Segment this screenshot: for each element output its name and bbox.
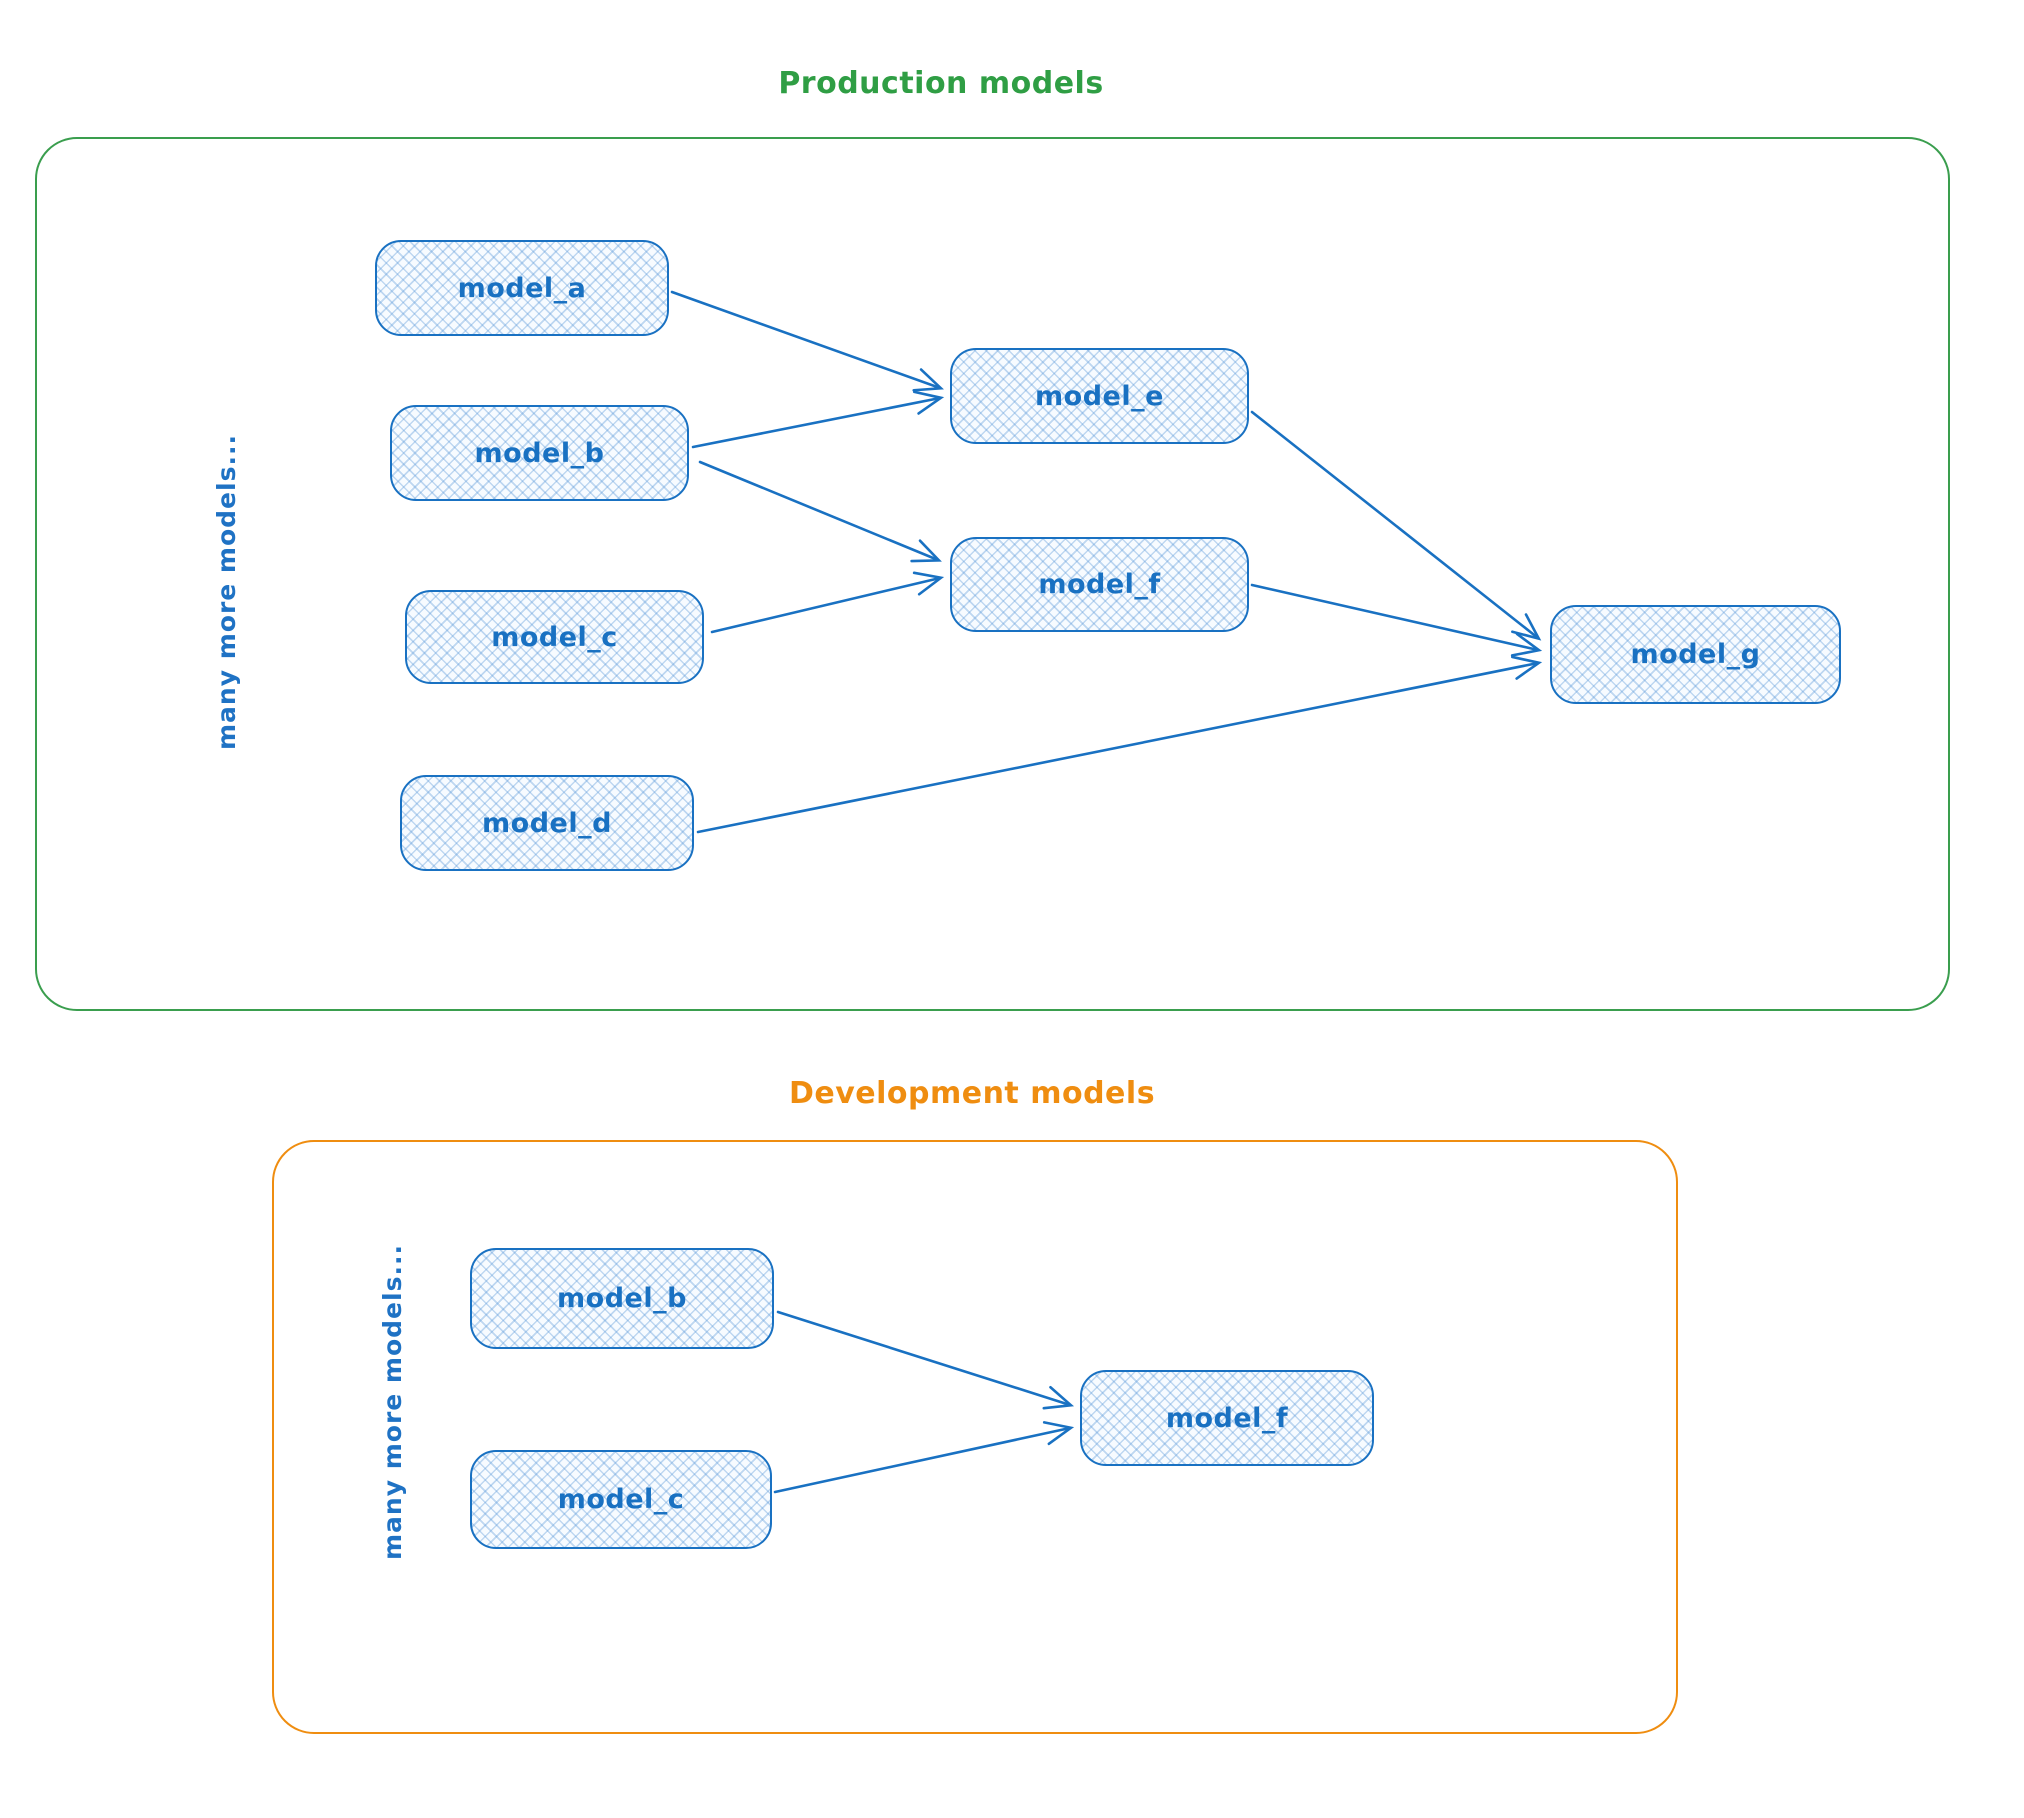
development-section-title: Development models [788, 1076, 1156, 1111]
node-production-model_d: model_d [400, 775, 694, 871]
development-many-more-models-label: many more models... [378, 1244, 407, 1560]
node-development-model_c: model_c [470, 1450, 772, 1549]
production-many-more-models-label: many more models... [212, 434, 241, 750]
node-label-model_b: model_b [474, 437, 605, 469]
production-group-frame [35, 137, 1950, 1011]
node-label-dev-model_b: model_b [557, 1283, 687, 1314]
production-section-title: Production models [778, 66, 1104, 101]
node-production-model_e: model_e [950, 348, 1249, 444]
node-production-model_b: model_b [390, 405, 689, 501]
node-production-model_g: model_g [1550, 605, 1841, 704]
node-label-model_g: model_g [1630, 639, 1761, 670]
node-label-model_a: model_a [457, 272, 587, 304]
node-development-model_f: model_f [1080, 1370, 1374, 1466]
node-label-model_f: model_f [1038, 569, 1161, 600]
node-production-model_c: model_c [405, 590, 704, 684]
node-label-dev-model_c: model_c [557, 1484, 685, 1515]
development-group-frame [272, 1140, 1678, 1734]
node-label-dev-model_f: model_f [1165, 1402, 1289, 1434]
node-label-model_d: model_d [482, 807, 612, 839]
node-label-model_e: model_e [1035, 380, 1164, 412]
node-production-model_a: model_a [375, 240, 669, 336]
node-label-model_c: model_c [491, 621, 618, 653]
node-production-model_f: model_f [950, 537, 1249, 632]
node-development-model_b: model_b [470, 1248, 774, 1349]
